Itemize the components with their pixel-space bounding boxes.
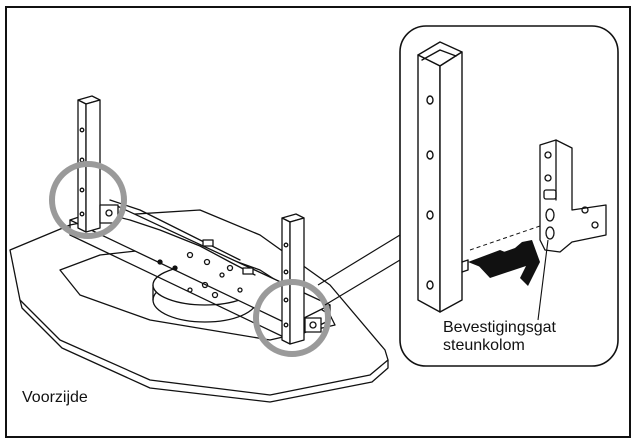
front-side-label: Voorzijde <box>22 389 88 406</box>
detail-bracket <box>539 139 607 253</box>
support-column-hole-label: Bevestigingsgat steunkolom <box>443 319 556 355</box>
highlight-circle-right <box>253 279 331 357</box>
detail-column <box>417 41 469 313</box>
insertion-arrow <box>467 225 541 286</box>
highlight-circle-left <box>49 161 127 239</box>
right-support-column <box>281 213 305 345</box>
hole-leader-line <box>537 239 549 321</box>
hole-label-line2: steunkolom <box>443 337 525 354</box>
hole-label-line1: Bevestigingsgat <box>443 319 556 336</box>
zoom-connector-lines <box>317 234 401 306</box>
